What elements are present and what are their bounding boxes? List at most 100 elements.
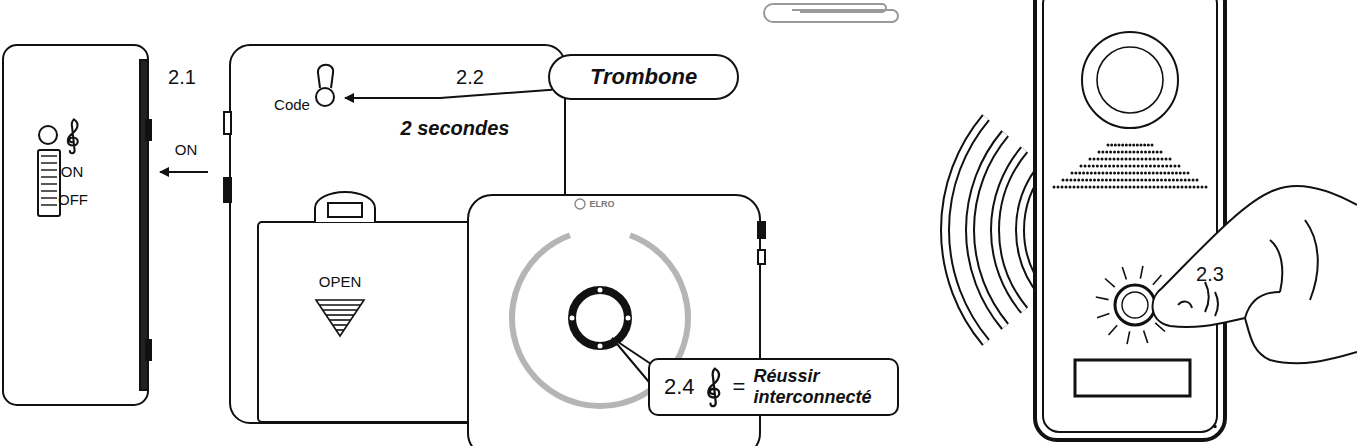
door-station — [1108, 165, 1111, 168]
door-station — [1152, 151, 1155, 154]
door-station — [1137, 165, 1140, 168]
door-station — [1113, 179, 1116, 182]
hand — [1153, 186, 1357, 363]
door-station — [1177, 186, 1180, 189]
door-station — [1133, 165, 1136, 168]
door-station — [1144, 179, 1147, 182]
door-station — [1188, 179, 1191, 182]
receiver-back — [318, 65, 333, 88]
receiver-back — [316, 300, 364, 336]
door-station — [1082, 32, 1178, 128]
door-station — [1093, 158, 1096, 161]
door-station — [1159, 172, 1162, 175]
radio-waves — [945, 118, 986, 343]
receiver-side-view — [41, 162, 57, 163]
door-station — [1081, 186, 1084, 189]
door-station — [1089, 179, 1092, 182]
door-station — [1149, 186, 1152, 189]
door-station — [1073, 186, 1076, 189]
callout-text: Trombone — [590, 64, 697, 89]
door-station — [1117, 186, 1120, 189]
door-station — [1097, 179, 1100, 182]
door-station — [1109, 158, 1112, 161]
door-station — [1129, 165, 1132, 168]
door-station — [1133, 186, 1136, 189]
receiver-back — [328, 203, 362, 217]
label: ELRO — [589, 200, 614, 210]
door-station — [1116, 165, 1119, 168]
door-station — [1098, 172, 1101, 175]
receiver-front — [626, 316, 631, 321]
door-station — [1129, 172, 1132, 175]
door-station — [1192, 179, 1195, 182]
door-station — [1180, 179, 1183, 182]
receiver-back — [316, 300, 364, 336]
door-station — [1101, 158, 1104, 161]
receiver-front — [758, 222, 765, 238]
receiver-side-view — [41, 204, 57, 205]
door-station — [1065, 186, 1068, 189]
receiver-side-view — [41, 190, 57, 191]
door-station — [1109, 179, 1112, 182]
receiver-side-view — [146, 120, 151, 140]
hand — [1215, 292, 1218, 316]
door-station — [1065, 179, 1068, 182]
receiver-back — [326, 314, 354, 316]
door-station — [1084, 165, 1087, 168]
door-station — [1168, 179, 1171, 182]
door-station — [1077, 179, 1080, 182]
door-station — [1125, 144, 1128, 147]
door-station — [1086, 172, 1089, 175]
receiver-back — [224, 112, 231, 134]
door-station — [1089, 158, 1092, 161]
door-station — [1069, 186, 1072, 189]
door-station — [1121, 186, 1124, 189]
door-station — [1169, 165, 1172, 168]
door-station — [1125, 151, 1128, 154]
door-station — [1101, 179, 1104, 182]
receiver-side-view — [41, 169, 57, 170]
door-station — [1105, 172, 1108, 175]
door-station — [1073, 179, 1076, 182]
door-station — [1129, 158, 1132, 161]
receiver-front — [758, 250, 765, 264]
door-station — [1122, 292, 1148, 318]
door-station — [1156, 179, 1159, 182]
receiver-side-view — [41, 176, 57, 177]
door-station — [1117, 158, 1120, 161]
door-station — [1137, 158, 1140, 161]
door-station — [1132, 172, 1135, 175]
door-station — [1105, 151, 1108, 154]
door-station — [1121, 151, 1124, 154]
door-station — [1140, 144, 1143, 147]
door-station — [1175, 172, 1178, 175]
door-station — [1169, 186, 1172, 189]
door-station — [1096, 297, 1109, 300]
receiver-back — [224, 178, 231, 202]
door-station — [1181, 186, 1184, 189]
door-station — [1085, 186, 1088, 189]
door-station — [1157, 165, 1160, 168]
hand — [1270, 240, 1282, 292]
door-station — [1112, 165, 1115, 168]
door-station — [1179, 172, 1182, 175]
receiver-side-view — [146, 340, 151, 360]
receiver-back — [333, 324, 348, 326]
door-station — [1104, 165, 1107, 168]
door-station — [1090, 172, 1093, 175]
door-station — [1172, 179, 1175, 182]
door-station — [1153, 165, 1156, 168]
door-station — [1201, 186, 1204, 189]
clef-icon — [708, 369, 719, 407]
door-station — [1105, 279, 1115, 288]
step-number: 2.2 — [456, 66, 484, 88]
door-station — [1043, 0, 1217, 432]
receiver-side-view — [41, 197, 57, 198]
door-station — [1089, 186, 1092, 189]
door-station — [1125, 186, 1128, 189]
door-station — [1141, 186, 1144, 189]
door-station — [1144, 151, 1147, 154]
door-station — [1169, 158, 1172, 161]
door-station — [1151, 144, 1154, 147]
radio-waves — [945, 118, 986, 343]
